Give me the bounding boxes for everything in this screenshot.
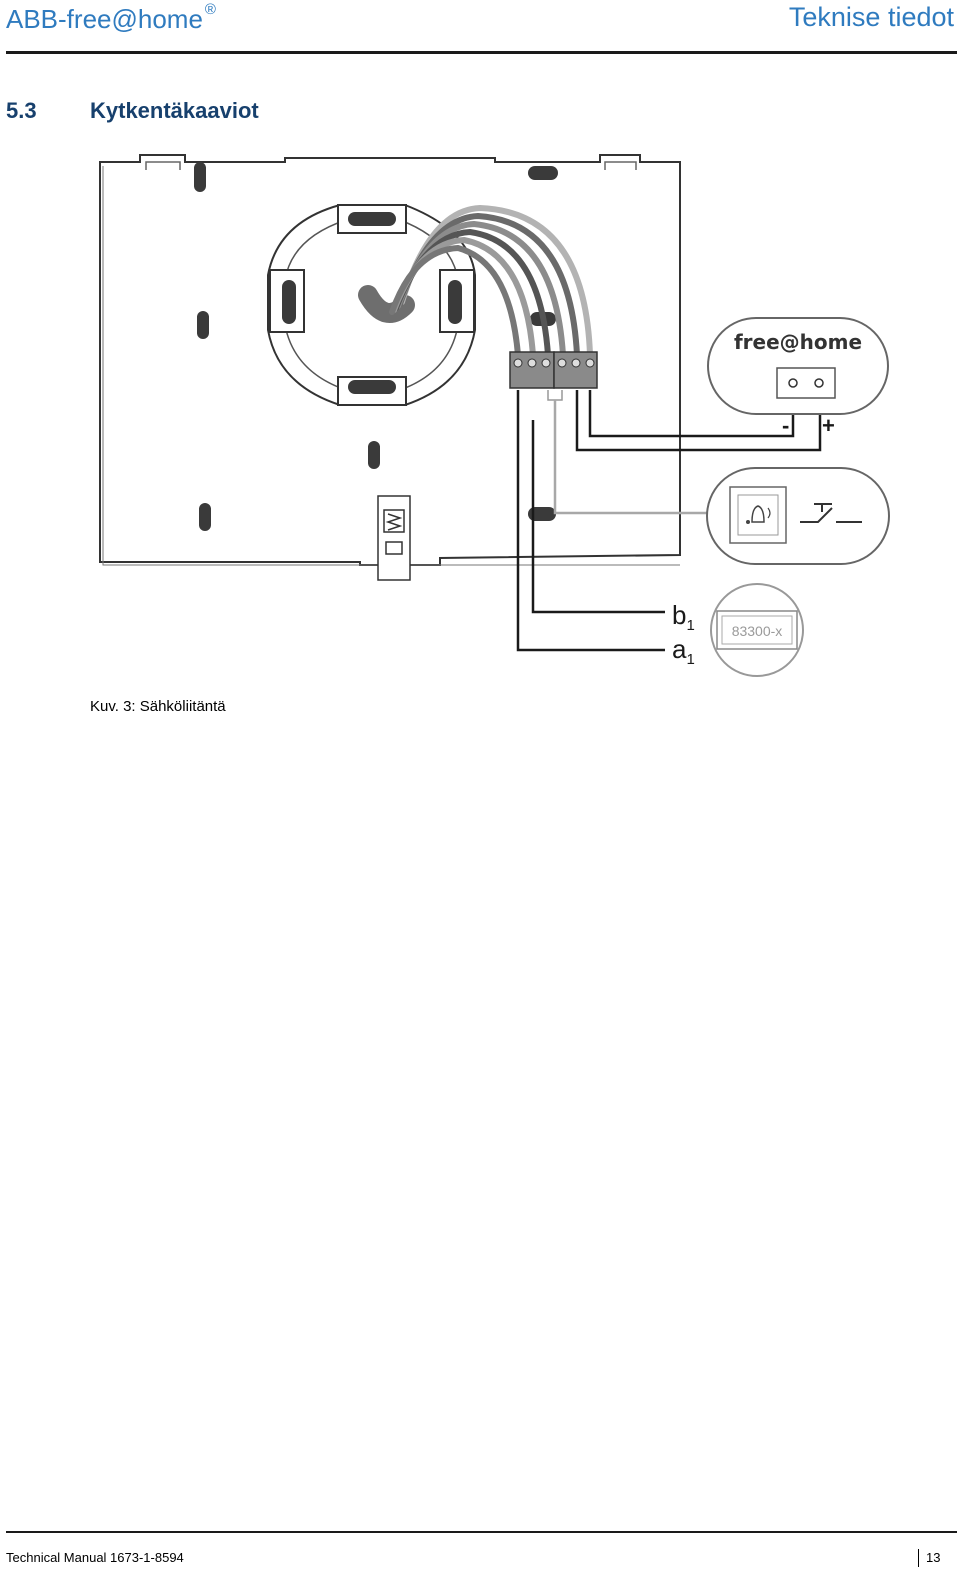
plus-label: + [822,413,835,438]
b1-label: b1 [672,600,695,634]
header-section-label: Teknise tiedot [788,2,954,32]
free-home-panel: free@home - + [707,317,889,438]
doorbell-button [706,467,890,565]
header-brand: ABB-free@home® [6,1,216,35]
footer-manual: Technical Manual 1673-1-8594 [6,1550,184,1565]
brand-name: ABB-free@home [6,4,203,34]
footer-separator [918,1549,919,1567]
section-number: 5.3 [6,98,37,123]
bus-module: 83300-x [710,583,804,677]
wiring-diagram: free@home - + 83300-x b1 a1 [99,154,890,677]
registered-mark: ® [204,1,216,19]
wiring-lines [516,390,822,652]
cable-bundle [358,204,593,358]
figure-caption: Kuv. 3: Sähköliitäntä [90,698,226,715]
section-title: Kytkentäkaaviot [90,98,259,123]
minus-label: - [782,413,789,438]
module-label: 83300-x [732,623,783,639]
mounting-slots [194,162,558,531]
bell-icon [751,505,765,523]
terminal-blocks [509,351,598,389]
footer-rule [6,1531,957,1533]
page-number: 13 [926,1550,941,1565]
header-rule [6,51,957,54]
spring-clip [377,495,411,581]
panel-label: free@home [734,330,862,354]
pushbutton-symbol [800,503,862,523]
a1-label: a1 [672,634,695,668]
